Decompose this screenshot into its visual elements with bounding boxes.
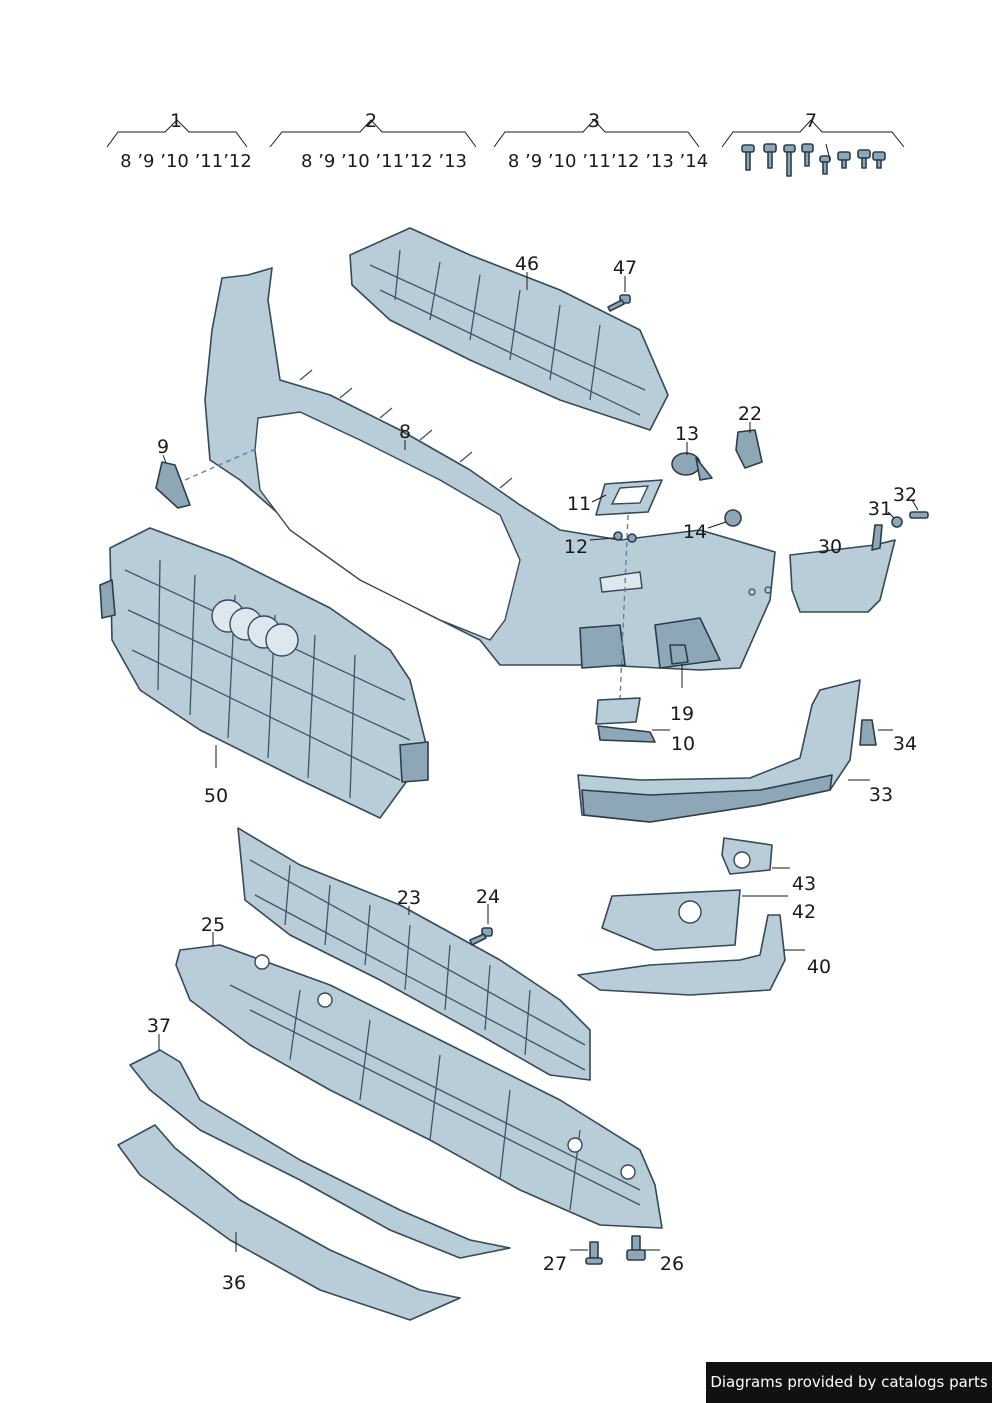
callout-10: 10 [671,733,695,755]
part-10-tow-hook-cap [595,697,656,743]
part-26-screw [626,1235,646,1261]
callout-31: 31 [868,498,892,520]
callout-24: 24 [476,886,500,908]
callout-50: 50 [204,785,228,807]
callout-43: 43 [792,873,816,895]
group-header-2: 2 8 ’9 ’10 ’11’12 ’13 [269,110,477,172]
callout-30: 30 [818,536,842,558]
callout-26: 26 [660,1253,684,1275]
callout-22: 22 [738,403,762,425]
part-25-noise-insulation [175,944,663,1229]
callout-36: 36 [222,1272,246,1294]
group-number-7: 7 [805,110,817,132]
callout-19: 19 [670,703,694,725]
part-42-grille-insert [601,889,741,951]
part-13-grommet [671,452,713,481]
callout-25: 25 [201,914,225,936]
four-rings-emblem-icon [211,599,299,657]
callout-34: 34 [893,733,917,755]
group-number-2: 2 [365,110,377,132]
callout-37: 37 [147,1015,171,1037]
fastener-set-icon [741,143,886,177]
part-46-bumper-carrier [349,227,669,431]
part-50-radiator-grille [99,527,429,819]
part-11-cover-cap [595,479,663,516]
part-34-clip [859,719,877,746]
group-years-1: 8 ’9 ’10 ’11’12 [120,151,252,172]
callout-13: 13 [675,423,699,445]
part-22-bracket [735,429,763,469]
group-number-3: 3 [588,110,600,132]
callout-12: 12 [564,536,588,558]
part-47-screw [607,294,631,312]
assembly-line-11-10 [619,514,629,701]
part-12-clip [613,531,637,543]
part-24-screw [469,927,493,946]
group-years-3: 8 ’9 ’10 ’11’12 ’13 ’14 [508,151,708,172]
callout-14: 14 [683,521,707,543]
part-43-bracket [721,837,773,875]
callout-47: 47 [613,257,637,279]
callout-23: 23 [397,887,421,909]
part-33-trim-strip [577,679,861,823]
part-9-bracket [155,461,191,509]
part-23-lower-bracket [237,827,591,1081]
part-30-air-duct [789,524,896,613]
callout-32: 32 [893,484,917,506]
group-years-2: 8 ’9 ’10 ’11’12 ’13 [301,151,467,172]
part-14-clip [724,509,742,527]
callout-33: 33 [869,784,893,806]
callout-9: 9 [157,436,169,458]
callout-40: 40 [807,956,831,978]
callout-8: 8 [399,421,411,443]
callout-27: 27 [543,1253,567,1275]
group-header-7: 7 [721,110,905,177]
callout-11: 11 [567,493,591,515]
callouts: 46 47 8 9 22 13 11 14 12 31 32 30 19 10 … [147,253,919,1294]
part-31-32-fasteners [891,511,929,528]
group-number-1: 1 [170,110,182,132]
part-40-trim-strip [577,914,786,996]
group-header-3: 3 8 ’9 ’10 ’11’12 ’13 ’14 [493,110,708,172]
assembly-line-9 [184,447,259,481]
part-37-spoiler [129,1049,511,1259]
part-36-lower-spoiler [117,1124,461,1321]
group-header-1: 1 8 ’9 ’10 ’11’12 [106,110,252,172]
callout-46: 46 [515,253,539,275]
part-27-screw [585,1241,603,1265]
footer-credit: Diagrams provided by catalogs parts [706,1362,992,1403]
part-19-clip [669,644,689,665]
callout-42: 42 [792,901,816,923]
